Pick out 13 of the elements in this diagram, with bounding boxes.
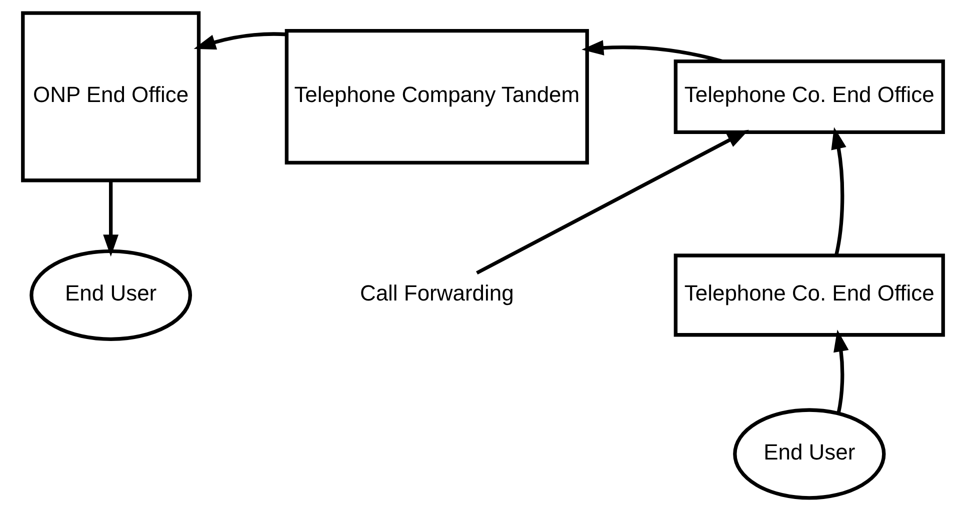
node-ellipse: End User <box>732 408 886 500</box>
arrow <box>476 130 748 275</box>
node-box: Telephone Company Tandem <box>284 28 588 165</box>
node-ellipse: End User <box>29 249 192 341</box>
node-box: Telephone Co. End Office <box>673 254 944 337</box>
arrow <box>833 330 848 414</box>
arrow <box>581 40 722 64</box>
arrow <box>830 127 846 256</box>
arrow <box>193 32 286 50</box>
node-box: Telephone Co. End Office <box>673 59 944 134</box>
node-text: Call Forwarding <box>359 280 514 306</box>
arrow <box>102 180 118 257</box>
node-box: ONP End Office <box>20 11 200 182</box>
